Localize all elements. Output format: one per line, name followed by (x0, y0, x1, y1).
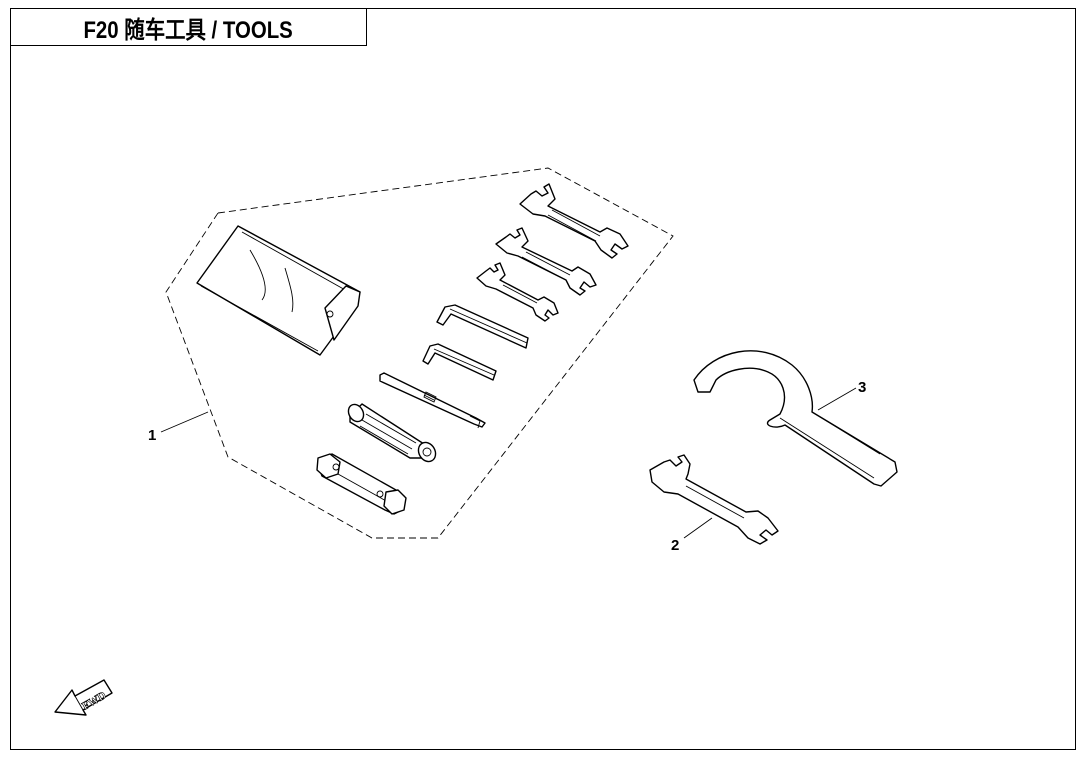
open-end-spanner-large (519, 183, 629, 259)
hex-key-small (422, 343, 497, 381)
leader-line-1 (160, 411, 209, 433)
page-title: F20 随车工具 / TOOLS (83, 16, 294, 44)
hex-key-large (436, 304, 529, 349)
callout-3: 3 (858, 379, 866, 396)
screwdriver-handle (347, 403, 437, 463)
c-spanner (693, 350, 898, 487)
open-end-spanner-medium (495, 227, 597, 296)
drawing-frame (10, 8, 1076, 750)
tool-pouch (196, 225, 361, 356)
fwd-arrow-icon: FWD (54, 679, 113, 716)
leader-line-2 (683, 517, 713, 539)
callout-2: 2 (671, 537, 679, 554)
screwdriver-shaft (379, 372, 486, 429)
callout-1: 1 (148, 427, 156, 444)
spark-plug-box-wrench (316, 453, 407, 515)
title-box: F20 随车工具 / TOOLS (10, 8, 367, 46)
open-end-spanner-small (476, 262, 559, 322)
single-open-end-spanner (649, 454, 779, 545)
kit-group-outline (165, 167, 674, 539)
leader-line-3 (817, 387, 857, 411)
